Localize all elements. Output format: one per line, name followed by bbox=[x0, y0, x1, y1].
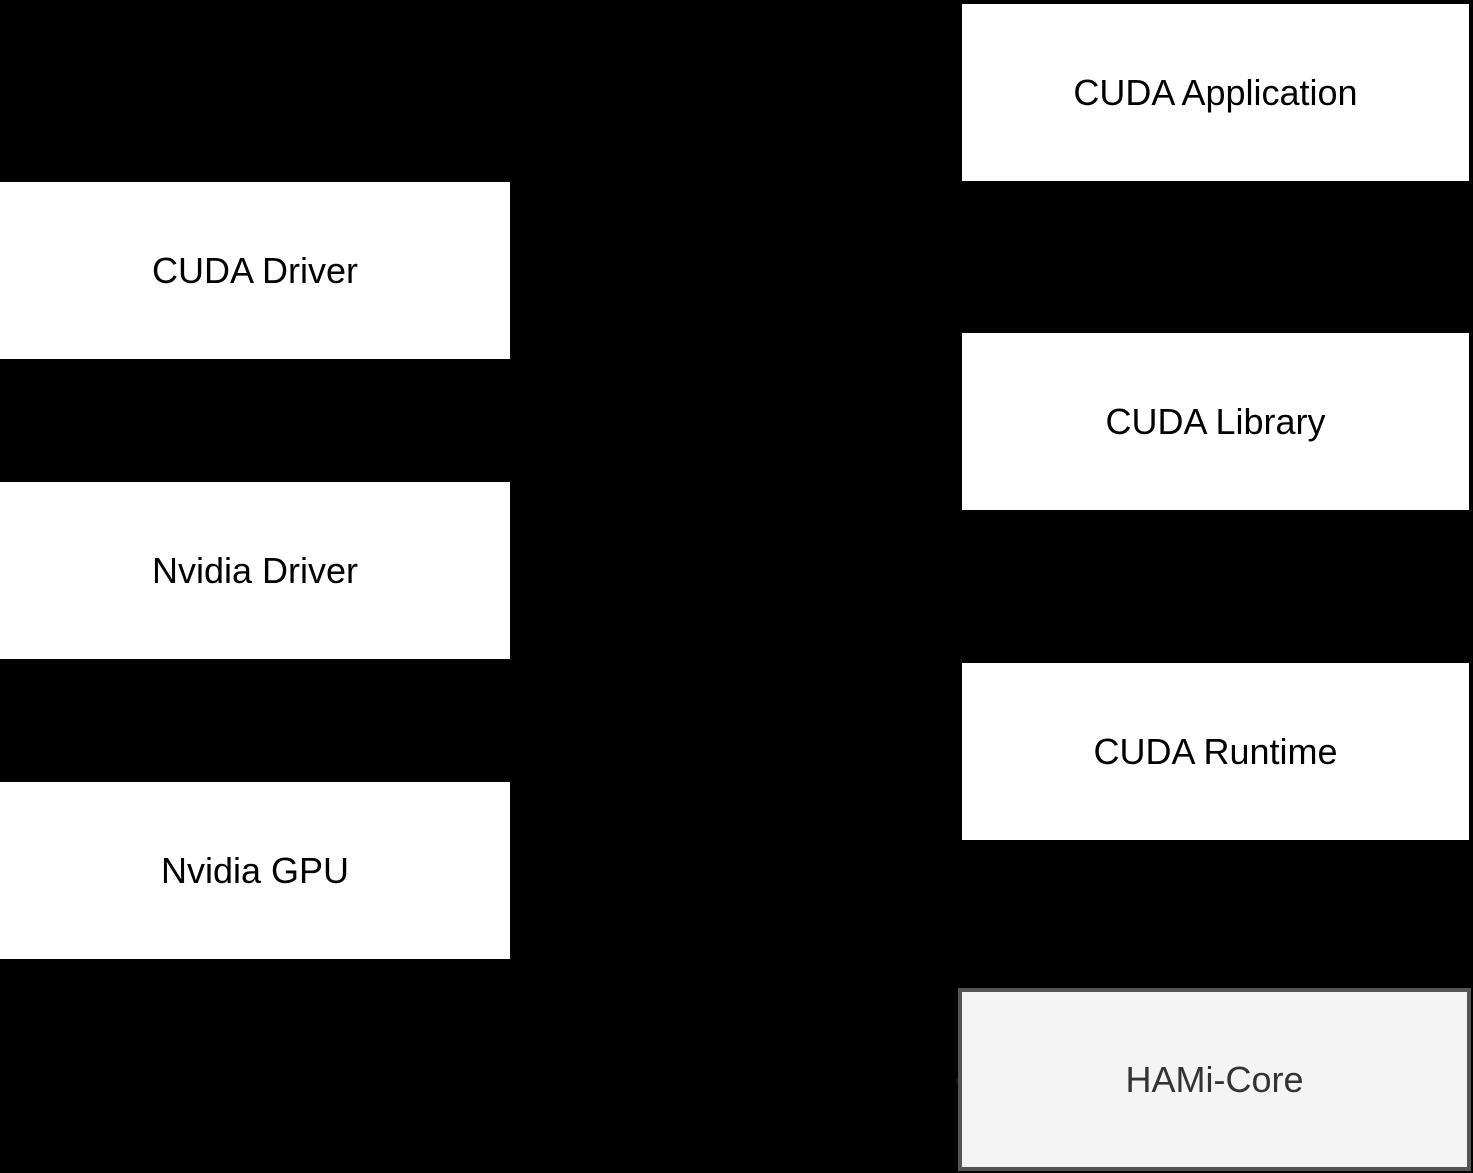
node-cuda-runtime: CUDA Runtime bbox=[962, 663, 1469, 840]
node-nvidia-gpu-label: Nvidia GPU bbox=[160, 849, 350, 891]
node-cuda-library-label: CUDA Library bbox=[1105, 400, 1326, 442]
node-cuda-application: CUDA Application bbox=[962, 4, 1469, 181]
node-nvidia-gpu: Nvidia GPU bbox=[0, 782, 510, 959]
node-cuda-runtime-label: CUDA Runtime bbox=[1093, 730, 1338, 772]
node-hami-core: HAMi-Core bbox=[958, 988, 1471, 1171]
node-hami-core-label: HAMi-Core bbox=[1125, 1058, 1304, 1100]
node-nvidia-driver-label: Nvidia Driver bbox=[151, 549, 359, 591]
node-cuda-driver: CUDA Driver bbox=[0, 182, 510, 359]
node-cuda-application-label: CUDA Application bbox=[1073, 71, 1358, 113]
node-cuda-library: CUDA Library bbox=[962, 333, 1469, 510]
node-nvidia-driver: Nvidia Driver bbox=[0, 482, 510, 659]
node-cuda-driver-label: CUDA Driver bbox=[151, 249, 358, 291]
